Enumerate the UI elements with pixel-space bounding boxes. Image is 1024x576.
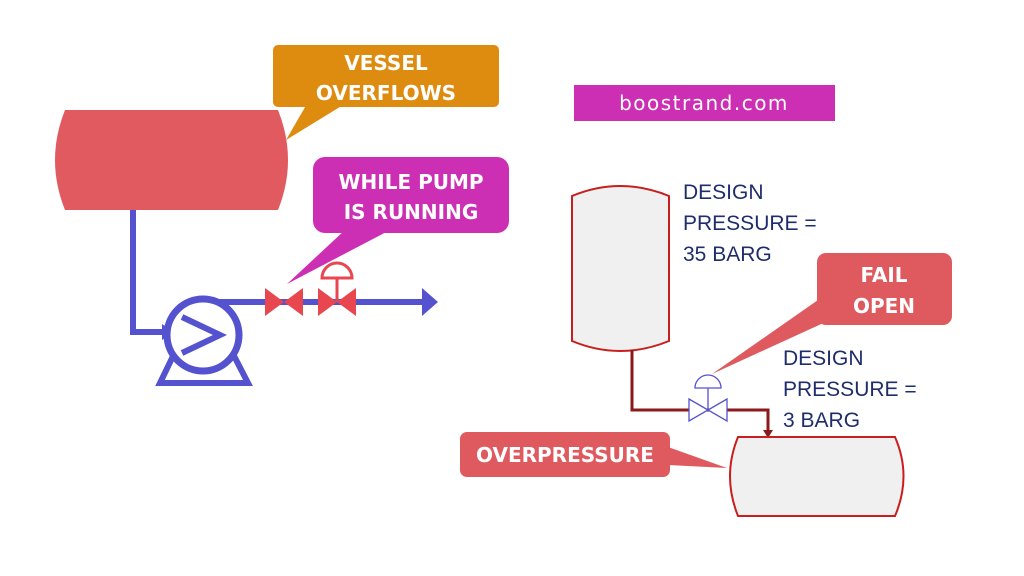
- connecting-arrowhead: [763, 430, 773, 438]
- horizontal-vessel: [55, 110, 288, 210]
- callout-vessel-line2: OVERFLOWS: [316, 81, 456, 105]
- callout-pump-line2: IS RUNNING: [344, 200, 479, 224]
- callout-fail-line1: FAIL: [860, 263, 907, 287]
- design-lower-line1: DESIGN: [783, 347, 864, 370]
- suction-pipe: [130, 210, 165, 335]
- callout-overpressure-text: OVERPRESSURE: [476, 443, 654, 467]
- callout-fail-open: FAIL OPEN: [712, 253, 952, 374]
- callout-vessel-overflows: VESSEL OVERFLOWS: [273, 45, 499, 140]
- horizontal-vessel-low-pressure: [729, 436, 905, 517]
- design-lower-line3: 3 BARG: [783, 409, 860, 432]
- connecting-pipe: [630, 350, 770, 432]
- pump-icon: [155, 295, 253, 386]
- design-pressure-lower: DESIGN PRESSURE = 3 BARG: [783, 347, 917, 432]
- pump-impeller: [180, 314, 228, 356]
- design-pressure-upper: DESIGN PRESSURE = 35 BARG: [683, 181, 817, 266]
- vertical-vessel: [571, 185, 670, 352]
- left-scenario: VESSEL OVERFLOWS WHILE PUMP IS RUNNING: [55, 45, 509, 386]
- manual-valve-icon: [265, 288, 303, 316]
- callout-while-pump-running: WHILE PUMP IS RUNNING: [287, 157, 509, 284]
- design-upper-line2: PRESSURE =: [683, 212, 817, 235]
- design-lower-line2: PRESSURE =: [783, 378, 917, 401]
- design-upper-line1: DESIGN: [683, 181, 764, 204]
- brand-text: boostrand.com: [619, 91, 789, 115]
- callout-overpressure: OVERPRESSURE: [460, 432, 727, 477]
- brand-badge: boostrand.com: [574, 85, 835, 121]
- discharge-arrowhead: [422, 288, 438, 316]
- control-valve-icon: [318, 261, 356, 316]
- pump-casing: [163, 295, 243, 375]
- callout-pump-line1: WHILE PUMP: [338, 170, 483, 194]
- design-upper-line3: 35 BARG: [683, 243, 772, 266]
- right-scenario: DESIGN PRESSURE = 35 BARG DESIGN PRESSUR…: [460, 181, 952, 517]
- control-valve-icon: [688, 374, 728, 423]
- callout-vessel-line1: VESSEL: [344, 51, 428, 75]
- callout-fail-line2: OPEN: [853, 294, 915, 318]
